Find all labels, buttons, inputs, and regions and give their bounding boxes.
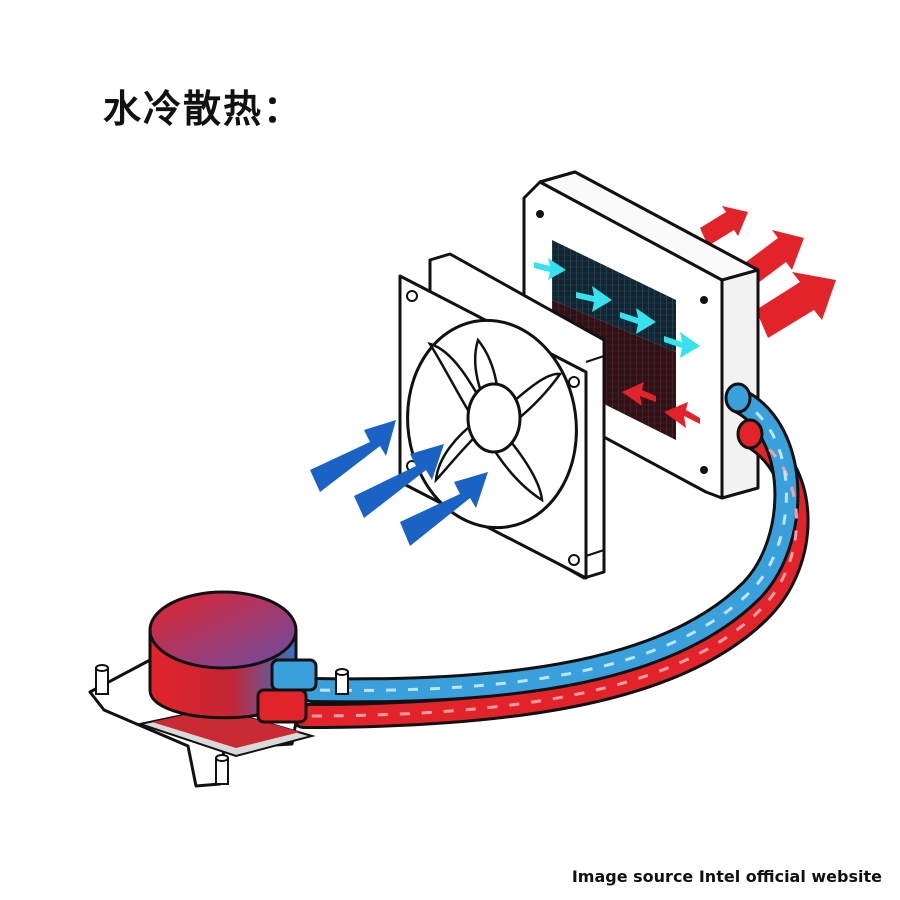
screw-icon [406,290,418,302]
cool-air-arrow [354,444,444,518]
hot-air-arrow [756,272,836,338]
cool-air-arrow [400,472,488,546]
cool-flow-arrow [620,308,656,334]
hot-flow-arrow [664,402,700,428]
hot-air-exhaust-arrows [700,206,836,338]
cool-air-intake-arrows [310,420,488,546]
hot-flow-arrow [622,382,656,406]
cool-flow-arrow [576,286,612,312]
screw-icon [568,554,580,566]
cool-flow-arrow [664,332,700,358]
pump-inlet-connector [270,658,318,692]
hot-air-arrow [700,206,748,246]
screw-icon [700,296,708,304]
cool-air-arrow [310,420,396,492]
cool-flow-arrow [534,258,566,280]
pump-top [148,590,298,670]
screw-icon [536,210,544,218]
fan-hub [466,382,522,454]
tubes [291,382,810,729]
pump-outlet-connector [256,688,308,724]
cpu-pump-block [88,590,349,788]
hot-air-arrow [746,230,804,286]
page-title: 水冷散热： [103,87,304,131]
screw-icon [568,376,580,388]
image-source-note: Image source Intel official website [571,867,882,886]
screw-icon [700,466,708,474]
